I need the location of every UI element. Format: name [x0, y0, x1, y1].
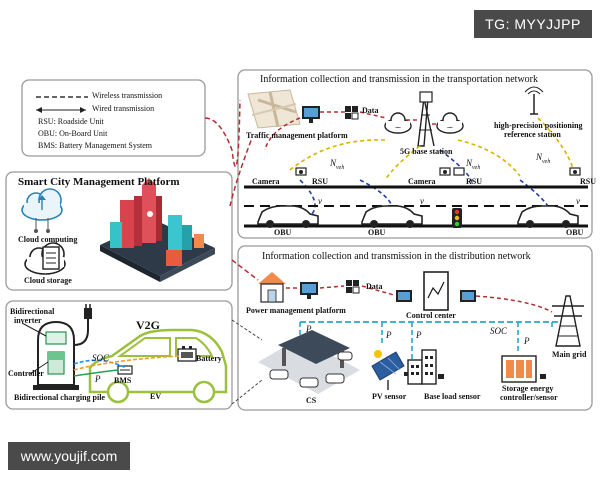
control-center-icon: [396, 271, 476, 311]
traffic-map-icon: [247, 89, 301, 129]
dist-p-label-3: P: [416, 330, 422, 340]
smart-city-illustration: [100, 178, 215, 282]
power-monitor-icon: [300, 282, 318, 299]
battery-icon: [177, 346, 197, 362]
dist-soc-label: SOC: [490, 326, 508, 336]
positioning-label-1: high-precision positioning: [494, 121, 583, 130]
power-platform-label: Power management platform: [246, 306, 346, 315]
obu-label-1: OBU: [274, 228, 292, 237]
city-to-transport-link: [204, 99, 241, 168]
transport-cloud-icons: [384, 112, 464, 134]
v2g-title: V2G: [136, 318, 160, 332]
n-veh-sub-3: veh: [542, 158, 551, 165]
pv-panel-icon: [371, 350, 405, 390]
n-veh-label-1: Nveh: [330, 158, 344, 171]
camera-label-2: Camera: [408, 177, 436, 186]
camera-label-1: Camera: [252, 177, 280, 186]
obu-label-3: OBU: [566, 228, 584, 237]
watermark-bottom: www.youjif.com: [8, 442, 130, 470]
charging-station-illustration: [258, 330, 360, 394]
control-center-label: Control center: [406, 311, 456, 320]
cloud-computing-icon: [21, 188, 63, 233]
legend-wireless-label: Wireless transmission: [92, 91, 163, 100]
battery-label: Battery: [196, 354, 222, 363]
traffic-light-icon: [452, 208, 462, 228]
base-load-sensor-label: Base load sensor: [424, 392, 481, 401]
base-station-label: 5G base station: [400, 147, 453, 156]
dist-p-label-1: P: [306, 324, 312, 334]
transport-title: Information collection and transmission …: [260, 74, 538, 85]
legend-obu: OBU: On-Board Unit: [38, 129, 108, 138]
traffic-monitor-icon: [302, 106, 320, 123]
v2g-soc-label: SOC: [92, 353, 110, 363]
charging-pile-label: Bidirectional charging pile: [14, 393, 105, 402]
charging-pile-icon: [33, 304, 92, 390]
cloud-storage-label: Cloud storage: [24, 276, 72, 285]
obu-label-2: OBU: [368, 228, 386, 237]
ev-label: EV: [150, 392, 162, 401]
power-house-icon: [258, 272, 286, 303]
n-veh-symbol-2: N: [466, 158, 473, 168]
watermark-top: TG: MYYJJPP: [474, 10, 592, 38]
smart-city-title: Smart City Management Platform: [18, 176, 180, 188]
rsu-label-2: RSU: [466, 177, 483, 186]
storage-label-2: controller/sensor: [500, 393, 558, 402]
transport-data-icon: [345, 106, 359, 120]
n-veh-symbol-1: N: [330, 158, 337, 168]
car-icons: [257, 205, 579, 228]
bidirectional-inverter-label-1: Bidirectional: [10, 307, 55, 316]
dist-p-label-4: P: [524, 336, 530, 346]
rsu-label-3: RSU: [580, 177, 597, 186]
v-label-2: v: [420, 196, 424, 206]
legend-bms: BMS: Battery Management System: [38, 141, 152, 150]
sensor-icons: [404, 372, 546, 379]
city-to-distribution-link: [231, 259, 259, 281]
v2g-to-cs-link: [231, 319, 263, 341]
transport-data-label: Data: [362, 106, 379, 115]
bms-label: BMS: [114, 376, 132, 385]
main-grid-tower-icon: [552, 295, 584, 347]
distribution-data-icon: [346, 280, 360, 294]
main-grid-label: Main grid: [552, 350, 587, 359]
n-veh-symbol-3: N: [536, 152, 543, 162]
v-label-3: v: [576, 196, 580, 206]
cloud-storage-icon: [24, 242, 66, 275]
base-load-building-icon: [407, 349, 437, 385]
bidirectional-inverter-label-2: inverter: [14, 316, 42, 325]
distribution-data-label: Data: [366, 282, 383, 291]
dist-p-label-2: P: [386, 330, 392, 340]
pv-sensor-label: PV sensor: [372, 392, 407, 401]
v2g-p-label: P: [95, 374, 101, 384]
positioning-station-icon: [524, 86, 544, 115]
controller-label: Controller: [8, 369, 44, 378]
n-veh-sub-2: veh: [472, 164, 481, 171]
storage-energy-icon: [501, 355, 537, 383]
legend-rsu: RSU: Roadside Unit: [38, 117, 104, 126]
storage-label-1: Storage energy: [502, 384, 554, 393]
n-veh-sub-1: veh: [336, 164, 345, 171]
cs-label: CS: [306, 396, 317, 405]
legend-wired-label: Wired transmission: [92, 104, 155, 113]
rsu-label-1: RSU: [312, 177, 329, 186]
rsu-camera-icons: [295, 167, 581, 176]
n-veh-label-2: Nveh: [466, 158, 480, 171]
distribution-title: Information collection and transmission …: [262, 251, 531, 262]
traffic-platform-label: Traffic management platform: [246, 131, 348, 140]
n-veh-label-3: Nveh: [536, 152, 550, 165]
cloud-computing-label: Cloud computing: [18, 235, 78, 244]
v-label-1: v: [318, 196, 322, 206]
positioning-label-2: reference station: [504, 130, 561, 139]
